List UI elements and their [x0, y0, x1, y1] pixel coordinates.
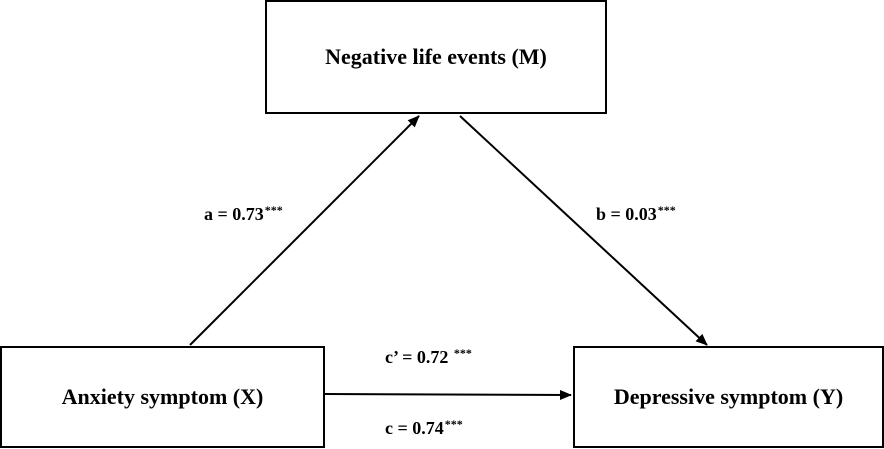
dependent-label: Depressive symptom (Y) [613, 384, 844, 409]
independent-label: Anxiety symptom (X) [61, 384, 264, 409]
mediator-box [265, 0, 607, 114]
path-c-prime-label: c’ = 0.72 *** [385, 347, 472, 366]
path-b-significance: *** [657, 203, 676, 217]
path-c-label: c = 0.74*** [385, 418, 463, 437]
path-a-significance: *** [264, 203, 283, 217]
path-b-label: b = 0.03*** [596, 204, 676, 223]
path-c-prime-significance: *** [453, 346, 472, 360]
mediator-label: Negative life events (M) [325, 44, 547, 69]
path-b-arrow [459, 115, 708, 346]
path-c-coefficient: c = 0.74 [385, 418, 444, 438]
dependent-box [573, 346, 884, 448]
path-c-significance: *** [444, 417, 463, 431]
path-c-arrow [323, 389, 572, 400]
path-a-label: a = 0.73*** [204, 204, 283, 223]
path-a-arrow [189, 115, 420, 346]
path-c-prime-coefficient: c’ = 0.72 [385, 347, 453, 367]
path-a-coefficient: a = 0.73 [204, 204, 264, 224]
independent-box [0, 346, 325, 448]
path-b-coefficient: b = 0.03 [596, 204, 657, 224]
